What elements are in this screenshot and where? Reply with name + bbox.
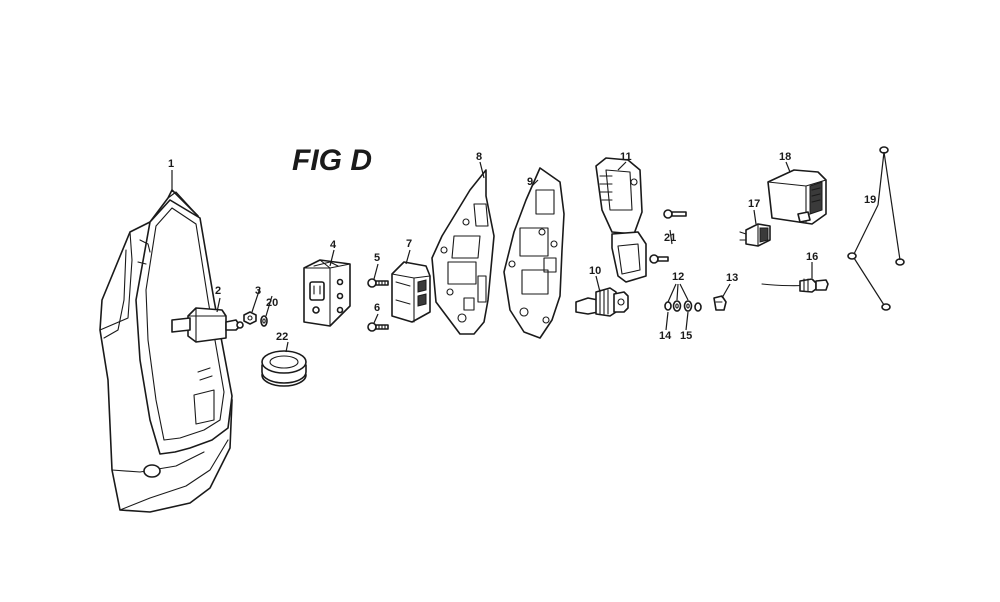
callout-8: 8 [476, 151, 482, 163]
callout-6: 6 [374, 302, 380, 314]
part-13-terminal-clip [713, 295, 727, 311]
callout-5: 5 [374, 252, 380, 264]
part-20-washer [260, 315, 268, 327]
callout-7: 7 [406, 238, 412, 250]
part-14-washer [672, 300, 682, 312]
part-1-control-panel-housing [99, 189, 233, 513]
callout-4: 4 [330, 239, 337, 251]
callout-1: 1 [168, 158, 174, 170]
part-18-inverter-module [767, 169, 827, 225]
part-21-bolt-lower [649, 254, 669, 264]
part-11-outlet-cover [595, 157, 647, 283]
callout-18: 18 [779, 151, 791, 163]
part-17-switch [739, 223, 771, 247]
callout-16: 16 [806, 251, 818, 263]
part-4-outlet-receptacle [303, 259, 351, 327]
callout-15: 15 [680, 330, 692, 342]
callout-20: 20 [266, 297, 278, 309]
callout-17: 17 [748, 198, 760, 210]
callout-19: 19 [864, 194, 876, 206]
callout-2: 2 [215, 285, 221, 297]
part-10-dc-outlet [575, 287, 629, 317]
leader-lines [171, 151, 901, 353]
callout-labels: 1 2 3 4 5 6 7 8 9 10 11 12 13 14 15 16 1… [168, 151, 876, 343]
part-22-ring-boot [261, 350, 307, 387]
part-16-wire-lead [761, 278, 829, 293]
part-3-nut [243, 311, 257, 325]
part-2-circuit-breaker [171, 307, 244, 343]
part-21-bolt-upper [663, 209, 687, 219]
part-6-screw [367, 322, 389, 332]
part-12-washer [694, 302, 702, 312]
callout-3: 3 [255, 285, 261, 297]
callout-22: 22 [276, 331, 288, 343]
callout-14: 14 [659, 330, 672, 342]
figure-title: FIG D [292, 144, 372, 177]
part-7-receptacle-block [391, 261, 431, 323]
callout-21: 21 [664, 232, 676, 244]
part-9-gasket-plate [503, 167, 565, 339]
part-12-nut [664, 301, 672, 311]
callout-9: 9 [527, 176, 533, 188]
callout-12: 12 [672, 271, 684, 283]
callout-13: 13 [726, 272, 738, 284]
callout-11: 11 [620, 151, 632, 163]
part-15-washer [683, 300, 693, 312]
part-8-panel-plate [431, 169, 495, 335]
part-5-screw [367, 278, 389, 288]
callout-10: 10 [589, 265, 601, 277]
